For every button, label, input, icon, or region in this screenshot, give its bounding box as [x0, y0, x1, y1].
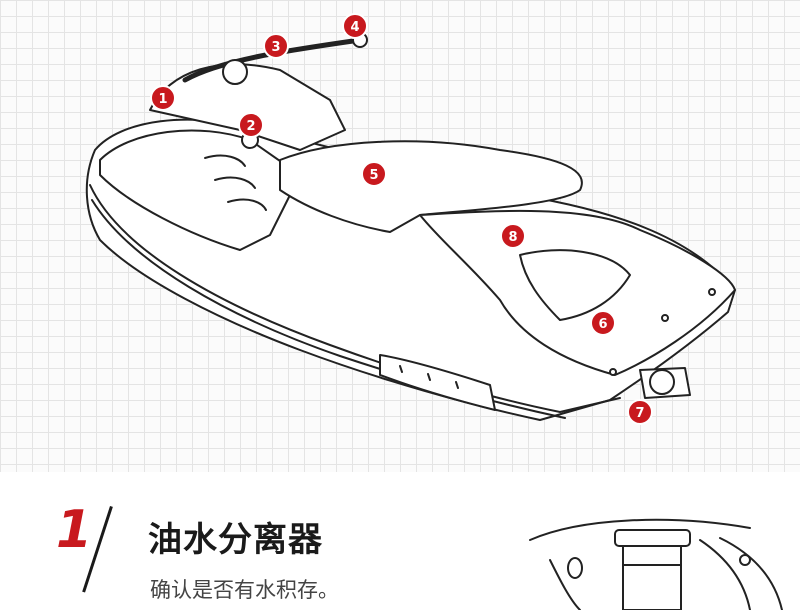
- marker-5-label: 5: [369, 168, 378, 183]
- section-description: 确认是否有水积存。: [150, 578, 339, 602]
- sponson: [379, 354, 496, 411]
- seat: [279, 140, 583, 233]
- rear-deck: [419, 209, 736, 376]
- marker-3: 3: [263, 33, 289, 59]
- marker-1-label: 1: [158, 92, 167, 107]
- jet-ski-diagram: 1 2 3 4 5 6 7 8: [85, 13, 736, 425]
- marker-6-label: 6: [598, 317, 607, 332]
- marker-5: 5: [361, 161, 387, 187]
- section-number: 1: [56, 500, 93, 560]
- separator-detail-illustration: [529, 518, 783, 610]
- section-title: 油水分离器: [148, 520, 323, 560]
- marker-8-label: 8: [508, 230, 517, 245]
- bow-deck: [99, 129, 301, 251]
- marker-1: 1: [150, 85, 176, 111]
- marker-8: 8: [500, 223, 526, 249]
- marker-7-label: 7: [635, 406, 644, 421]
- marker-4: 4: [342, 13, 368, 39]
- marker-2: 2: [238, 112, 264, 138]
- marker-4-label: 4: [350, 20, 359, 35]
- marker-3-label: 3: [271, 40, 280, 55]
- marker-6: 6: [590, 310, 616, 336]
- handlebar: [182, 37, 363, 83]
- marker-2-label: 2: [246, 119, 255, 134]
- marker-7: 7: [627, 399, 653, 425]
